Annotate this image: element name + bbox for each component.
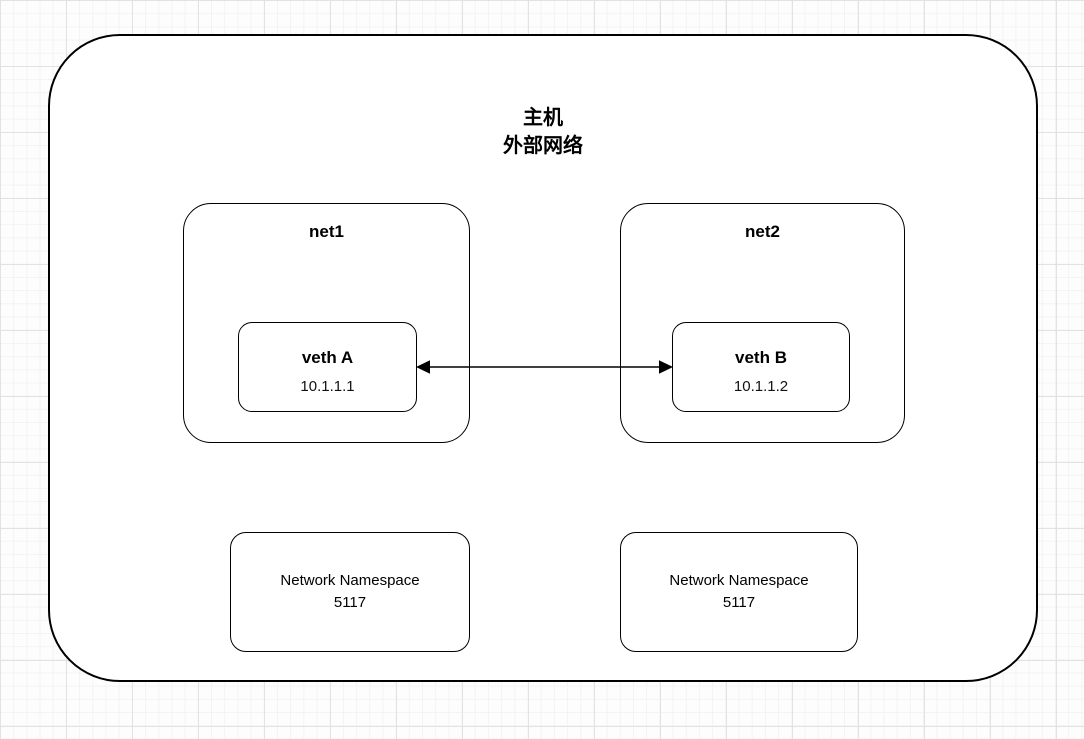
namespace-right-line1: Network Namespace (669, 572, 809, 589)
namespace-left-line1: Network Namespace (280, 572, 420, 589)
host-title-line1: 主机 (523, 107, 563, 129)
host-title: 主机 外部网络 (48, 104, 1038, 160)
arrowhead-right (659, 360, 673, 374)
veth-a-box: veth A 10.1.1.1 (238, 322, 417, 412)
net2-label: net2 (745, 222, 780, 241)
veth-b-box: veth B 10.1.1.2 (672, 322, 850, 412)
host-title-line2: 外部网络 (503, 135, 583, 157)
veth-a-ip: 10.1.1.1 (300, 378, 355, 395)
net1-label: net1 (309, 222, 344, 241)
namespace-box-left: Network Namespace 5117 (230, 532, 470, 652)
veth-connector-arrow (416, 360, 673, 374)
namespace-box-right: Network Namespace 5117 (620, 532, 858, 652)
arrowhead-left (416, 360, 430, 374)
veth-b-label: veth B (735, 348, 787, 367)
namespace-right-line2: 5117 (722, 594, 756, 611)
namespace-right-text: Network Namespace 5117 (669, 570, 808, 614)
veth-a-label: veth A (301, 348, 354, 367)
namespace-left-text: Network Namespace 5117 (280, 570, 419, 614)
veth-b-ip: 10.1.1.2 (733, 378, 789, 395)
namespace-left-line2: 5117 (333, 594, 367, 611)
